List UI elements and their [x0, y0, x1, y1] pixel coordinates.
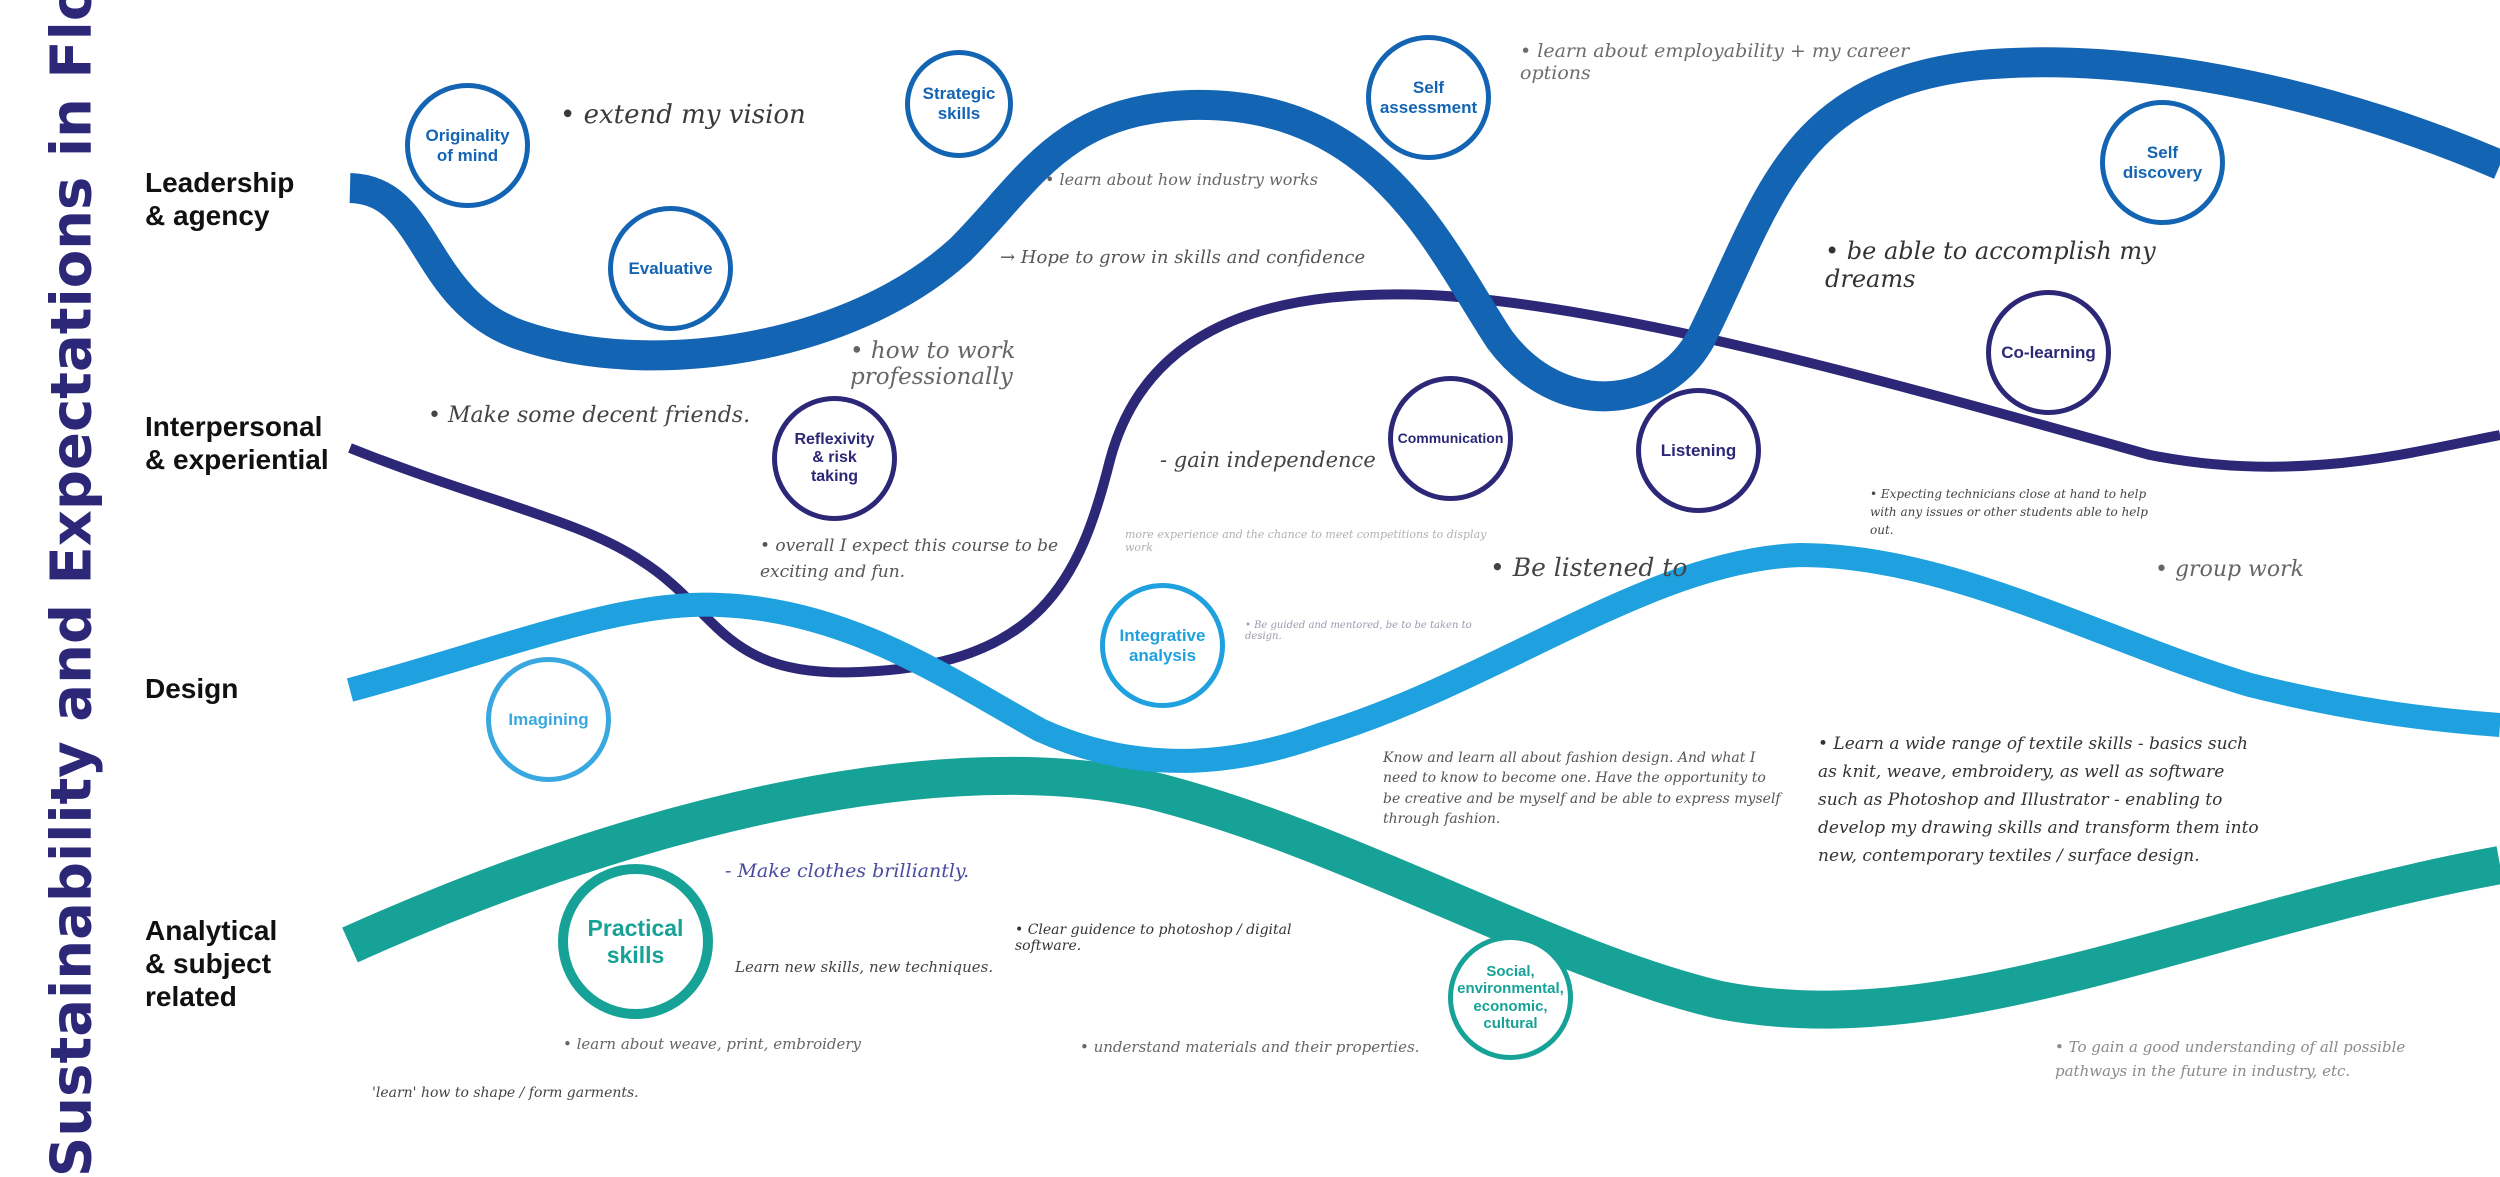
- analytical-stream: [342, 756, 2500, 1029]
- circle-listening: Listening: [1636, 388, 1761, 513]
- leadership-stream: [348, 47, 2500, 412]
- circle-reflexivity-risk-taking: Reflexivity & risk taking: [772, 396, 897, 521]
- flow-streams: [342, 47, 2500, 1029]
- note-gain-independence: - gain independence: [1160, 448, 1376, 472]
- circle-co-learning: Co-learning: [1986, 290, 2111, 415]
- row-label-interpersonal: Interpersonal & experiential: [145, 411, 329, 475]
- row-label-leadership: Leadership & agency: [145, 167, 295, 231]
- circle-communication: Communication: [1388, 376, 1513, 501]
- note-shape-garments: 'learn' how to shape / form garments.: [372, 1085, 639, 1101]
- note-fashion-design: Know and learn all about fashion design.…: [1383, 750, 1781, 827]
- note-new-skills: Learn new skills, new techniques.: [735, 958, 994, 976]
- note-hope-to-grow: → Hope to grow in skills and confidence: [1000, 247, 1366, 268]
- row-label-analytical: Analytical & subject related: [145, 915, 278, 1012]
- circle-self-assessment: Self assessment: [1366, 35, 1491, 160]
- circle-practical-skills: Practical skills: [558, 864, 713, 1019]
- circle-evaluative: Evaluative: [608, 206, 733, 331]
- note-industry-works: • learn about how industry works: [1045, 170, 1318, 189]
- circle-social-environmental: Social, environmental, economic, cultura…: [1448, 935, 1573, 1060]
- circle-integrative-analysis: Integrative analysis: [1100, 583, 1225, 708]
- interpersonal-stream: [348, 289, 2500, 678]
- note-accomplish-dreams: • be able to accomplish my dreams: [1825, 237, 2156, 293]
- note-make-clothes: - Make clothes brilliantly.: [725, 860, 970, 882]
- note-exciting-fun: • overall I expect this course to be exc…: [760, 536, 1059, 582]
- note-textile-skills: • Learn a wide range of textile skills -…: [1818, 734, 2259, 867]
- note-work-professionally: • how to work professionally: [850, 338, 1016, 390]
- circle-self-discovery: Self discovery: [2100, 100, 2225, 225]
- circle-strategic-skills: Strategic skills: [905, 50, 1013, 158]
- circle-imagining: Imagining: [486, 657, 611, 782]
- note-clear-guidence: • Clear guidence to photoshop / digital …: [1015, 922, 1292, 954]
- note-decent-friends: • Make some decent friends.: [428, 403, 751, 428]
- row-label-design: Design: [145, 673, 239, 704]
- note-technicians: • Expecting technicians close at hand to…: [1870, 487, 2148, 537]
- note-guided-mentored: • Be guided and mentored, be to be taken…: [1245, 620, 1472, 642]
- note-employability: • learn about employability + my career …: [1520, 40, 1910, 84]
- note-be-listened-to: • Be listened to: [1490, 553, 1688, 582]
- note-pathways: • To gain a good understanding of all po…: [2055, 1038, 2406, 1080]
- note-display-work: more experience and the chance to meet c…: [1125, 528, 1487, 554]
- note-extend-vision: • extend my vision: [560, 100, 806, 130]
- circle-originality-of-mind: Originality of mind: [405, 83, 530, 208]
- note-materials: • understand materials and their propert…: [1080, 1038, 1420, 1056]
- design-stream: [346, 542, 2500, 773]
- note-weave-print: • learn about weave, print, embroidery: [563, 1035, 862, 1053]
- note-group-work: • group work: [2155, 557, 2304, 582]
